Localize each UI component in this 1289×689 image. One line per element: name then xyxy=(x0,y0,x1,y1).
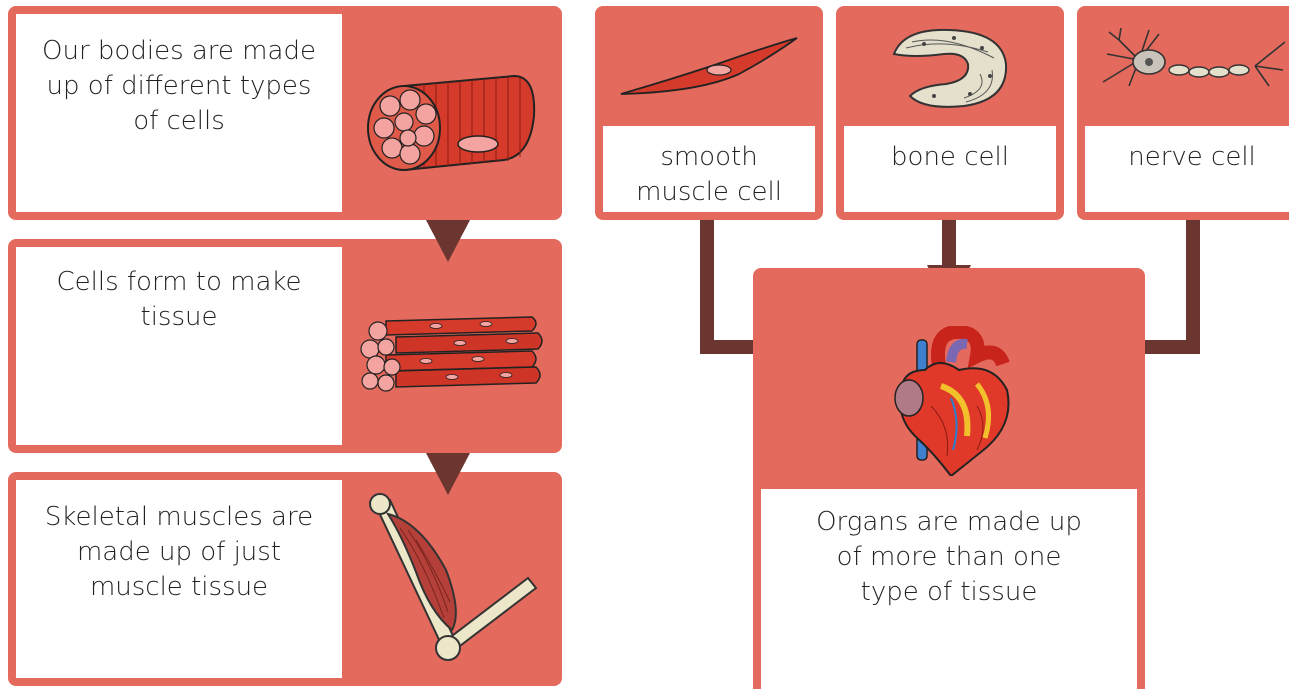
smooth-muscle-connector xyxy=(700,220,714,352)
organ-card-text: Organs are made up of more than one type… xyxy=(761,489,1137,689)
bone-connector xyxy=(942,220,956,268)
organ-card: Organs are made up of more than one type… xyxy=(753,268,1145,689)
heart-icon xyxy=(881,326,1021,476)
nerve-connector xyxy=(1186,220,1200,352)
